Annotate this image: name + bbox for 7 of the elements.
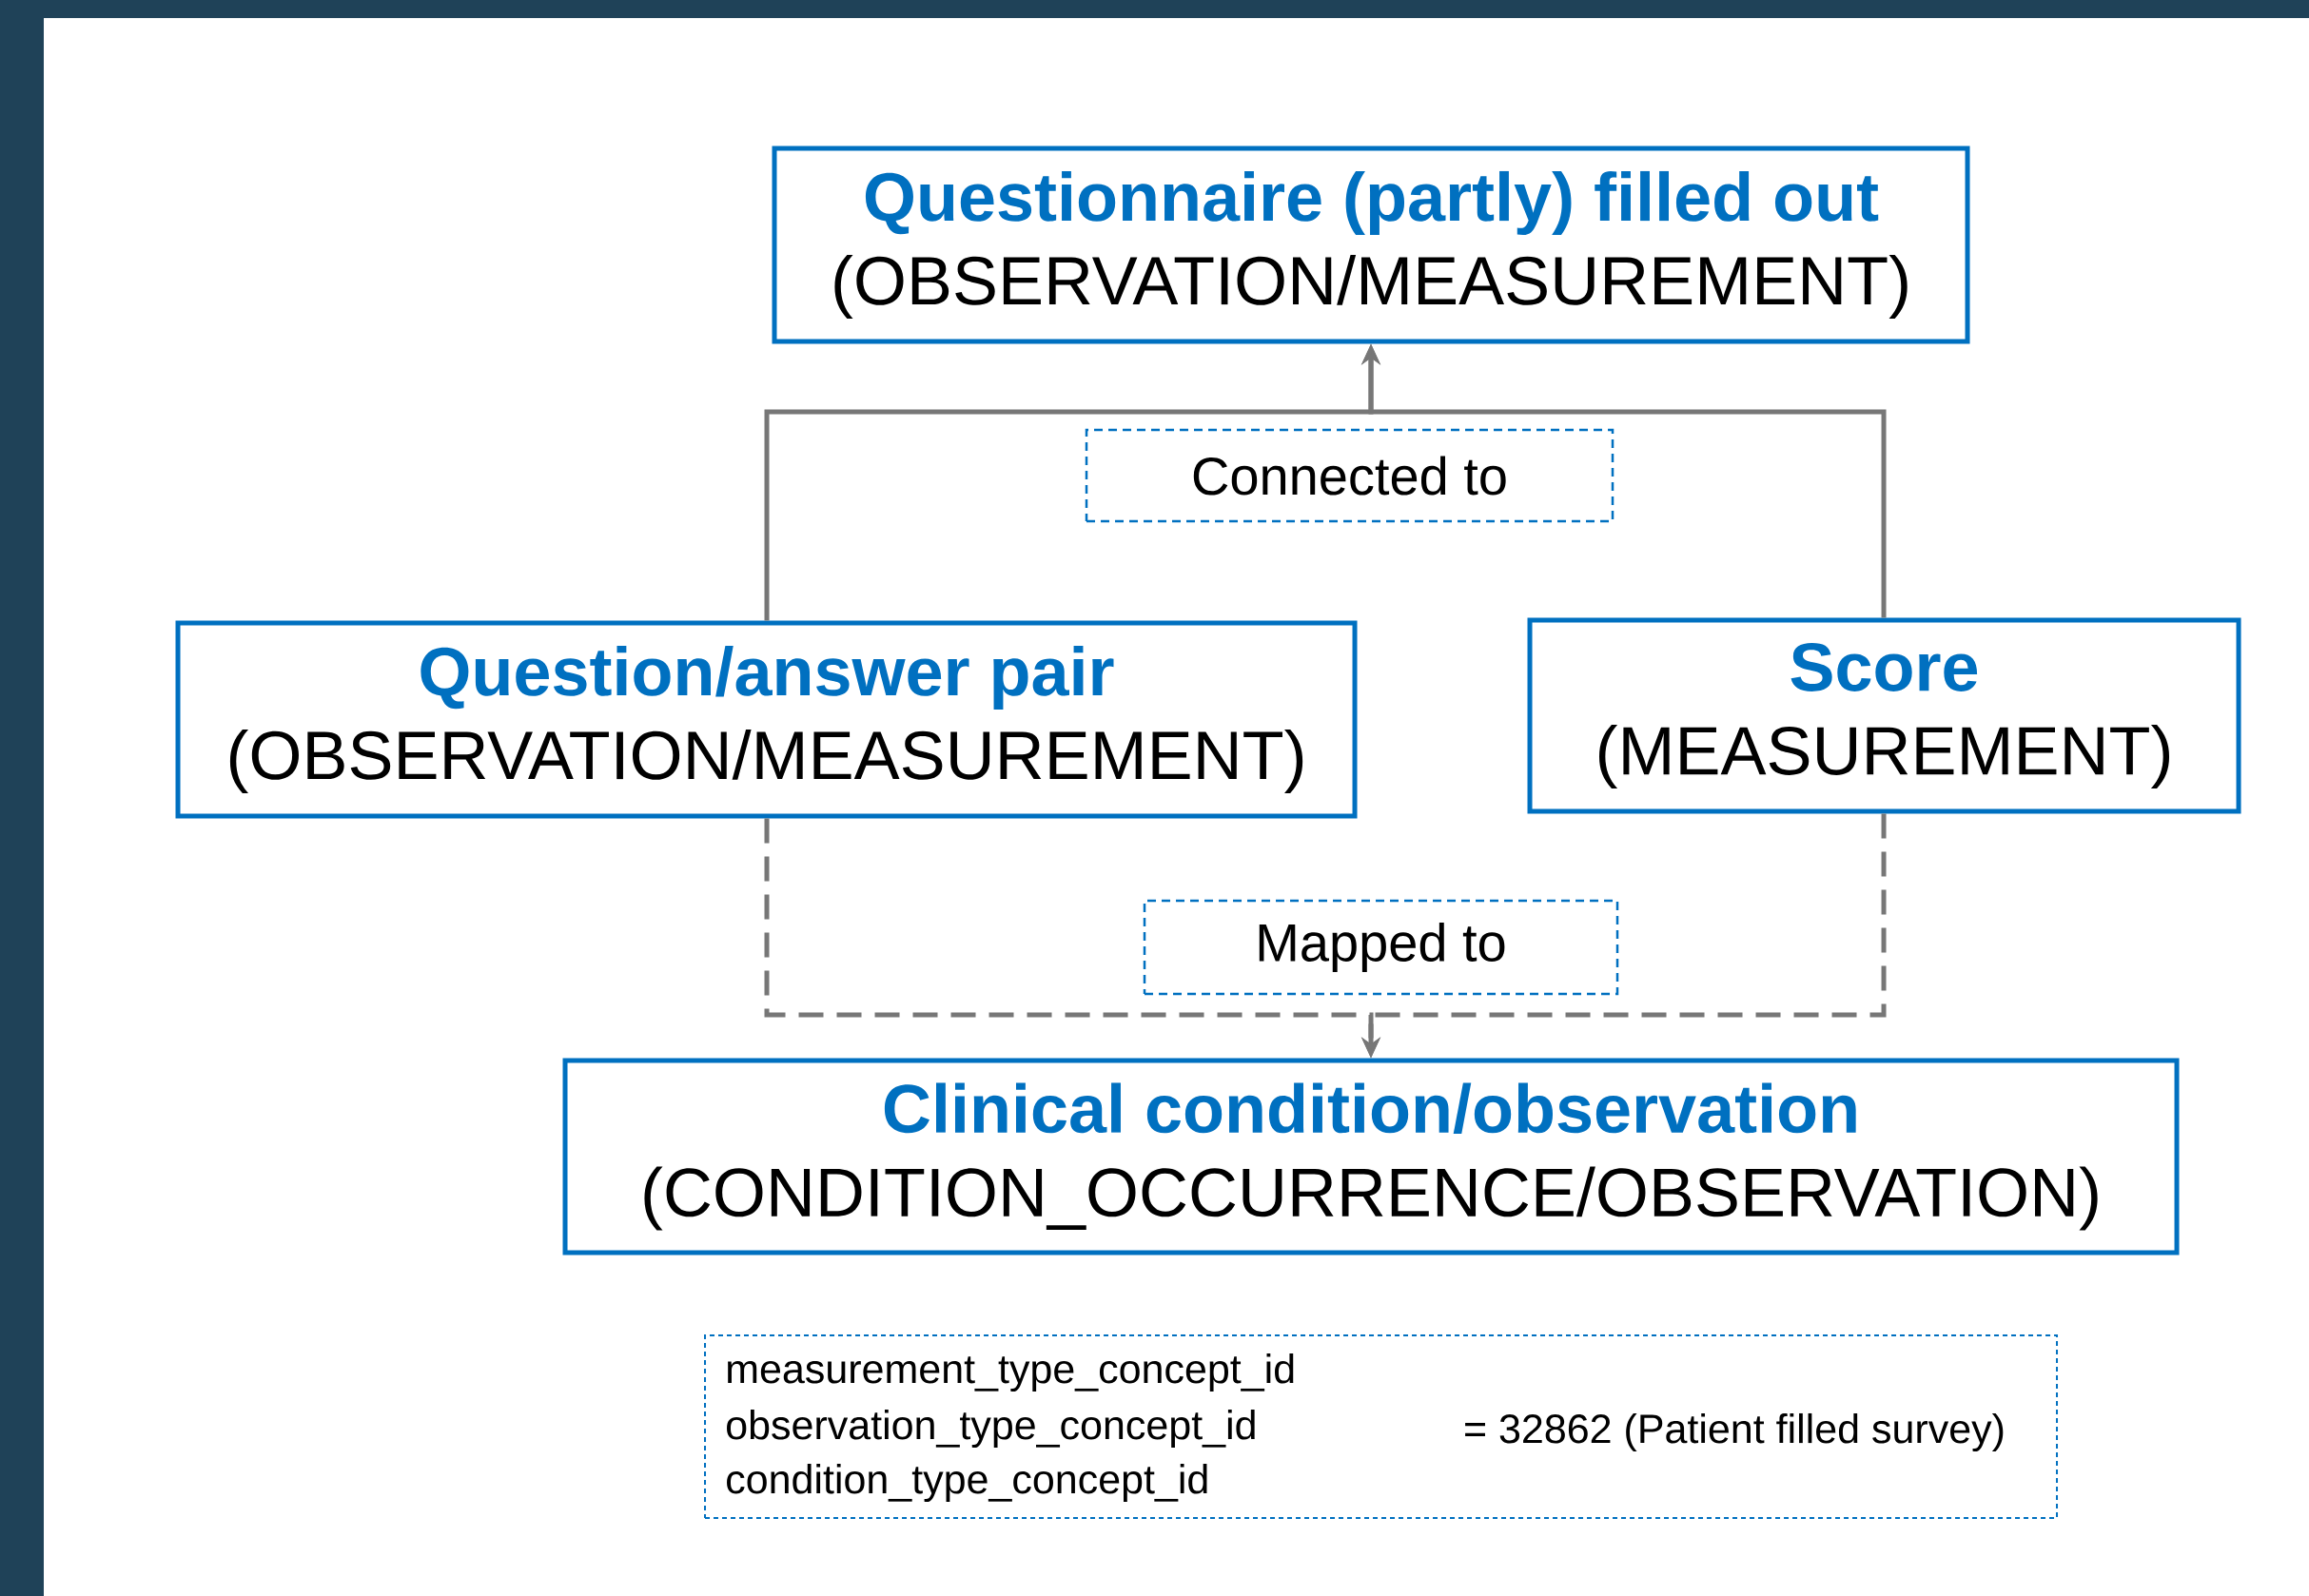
note-box: measurement_type_concept_id observation_type_concept_id condition_type_concept_id = 32862 (Patient filled survey) [704, 1334, 2059, 1519]
entity-box: Questionnaire (partly) filled out (OBSERVATION/MEASUREMENT) [772, 146, 1970, 344]
relation-label-box: Mapped to [1143, 899, 1619, 996]
entity-box: Question/answer pair (OBSERVATION/MEASUREMENT) [175, 620, 1358, 819]
entity-box: Clinical condition/observation (CONDITION_OCCURRENCE/OBSERVATION) [562, 1058, 2180, 1255]
relation-label-box: Connected to [1085, 428, 1614, 523]
entity-box: Score (MEASUREMENT) [1527, 617, 2241, 814]
